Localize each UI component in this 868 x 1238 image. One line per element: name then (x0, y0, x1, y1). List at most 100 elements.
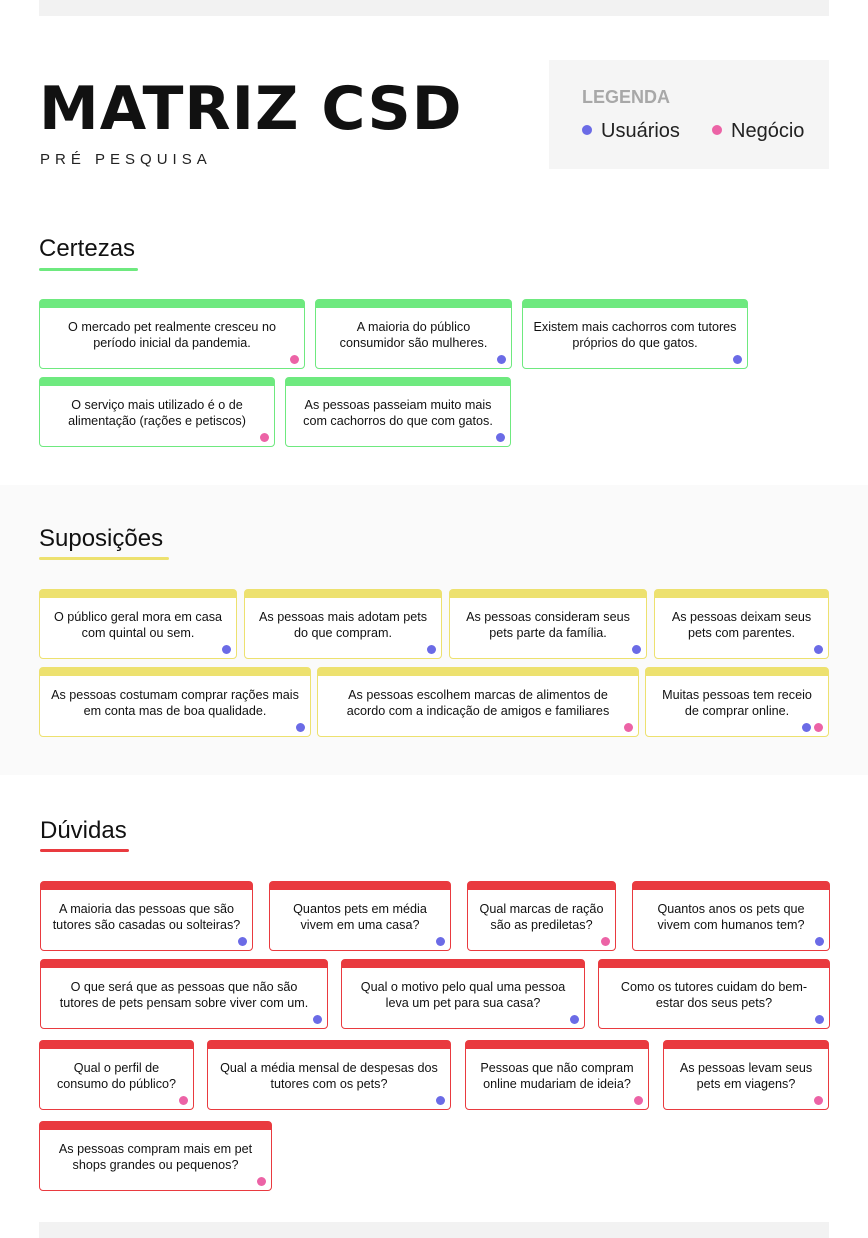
usuarios-dot-icon (222, 645, 231, 654)
usuarios-dot-icon (582, 125, 592, 135)
tag-dots (260, 433, 269, 442)
usuarios-dot-icon (733, 355, 742, 364)
tag-dots (802, 723, 823, 732)
certeza-card: As pessoas passeiam muito mais com cacho… (285, 377, 511, 447)
usuarios-dot-icon (496, 433, 505, 442)
tag-dots (257, 1177, 266, 1186)
card-text: O público geral mora em casa com quintal… (54, 610, 222, 640)
card-text: Qual marcas de ração são as prediletas? (479, 902, 604, 932)
certeza-card: O mercado pet realmente cresceu no perío… (39, 299, 305, 369)
negocio-dot-icon (634, 1096, 643, 1105)
duvida-card: Quantos pets em média vivem em uma casa? (269, 881, 451, 951)
duvida-card: Qual o perfil de consumo do público? (39, 1040, 194, 1110)
negocio-dot-icon (257, 1177, 266, 1186)
duvida-card: A maioria das pessoas que são tutores sã… (40, 881, 253, 951)
tag-dots (815, 937, 824, 946)
suposicao-card: O público geral mora em casa com quintal… (39, 589, 237, 659)
card-text: A maioria do público consumidor são mulh… (339, 320, 488, 350)
duvida-card: Quantos anos os pets que vivem com human… (632, 881, 830, 951)
tag-dots (632, 645, 641, 654)
card-text: As pessoas levam seus pets em viagens? (679, 1061, 813, 1091)
tag-dots (436, 937, 445, 946)
card-text: O mercado pet realmente cresceu no perío… (68, 320, 276, 350)
card-text: As pessoas costumam comprar rações mais … (51, 688, 299, 718)
page-subtitle: PRÉ PESQUISA (40, 151, 212, 168)
tag-dots (733, 355, 742, 364)
legend-item-usuarios: Usuários (582, 120, 680, 143)
suposicao-card: As pessoas consideram seus pets parte da… (449, 589, 647, 659)
tag-dots (601, 937, 610, 946)
tag-dots (296, 723, 305, 732)
suposicao-card: Muitas pessoas tem receio de comprar onl… (645, 667, 829, 737)
duvida-card: Pessoas que não compram online mudariam … (465, 1040, 649, 1110)
card-text: Quantos pets em média vivem em uma casa? (293, 902, 427, 932)
tag-dots (634, 1096, 643, 1105)
section-title-suposicoes: Suposições (39, 525, 164, 552)
card-text: A maioria das pessoas que são tutores sã… (52, 902, 241, 932)
legend-item-negocio: Negócio (712, 120, 804, 143)
usuarios-dot-icon (814, 645, 823, 654)
tag-dots (179, 1096, 188, 1105)
tag-dots (624, 723, 633, 732)
usuarios-dot-icon (815, 937, 824, 946)
negocio-dot-icon (260, 433, 269, 442)
usuarios-dot-icon (436, 937, 445, 946)
duvida-card: As pessoas compram mais em pet shops gra… (39, 1121, 272, 1191)
duvida-card: Qual marcas de ração são as prediletas? (467, 881, 616, 951)
card-text: Quantos anos os pets que vivem com human… (657, 902, 805, 932)
legend-title: LEGENDA (582, 87, 671, 107)
tag-dots (436, 1096, 445, 1105)
legend-label-usuarios: Usuários (601, 120, 680, 142)
tag-dots (238, 937, 247, 946)
negocio-dot-icon (179, 1096, 188, 1105)
tag-dots (290, 355, 299, 364)
suposicao-card: As pessoas mais adotam pets do que compr… (244, 589, 442, 659)
card-text: Pessoas que não compram online mudariam … (480, 1061, 634, 1091)
legend-panel: LEGENDA Usuários Negócio (549, 60, 829, 169)
usuarios-dot-icon (815, 1015, 824, 1024)
duvida-card: Qual o motivo pelo qual uma pessoa leva … (341, 959, 585, 1029)
negocio-dot-icon (601, 937, 610, 946)
card-text: As pessoas escolhem marcas de alimentos … (346, 688, 610, 718)
duvida-card: As pessoas levam seus pets em viagens? (663, 1040, 829, 1110)
usuarios-dot-icon (802, 723, 811, 732)
usuarios-dot-icon (238, 937, 247, 946)
usuarios-dot-icon (436, 1096, 445, 1105)
usuarios-dot-icon (497, 355, 506, 364)
card-text: As pessoas consideram seus pets parte da… (466, 610, 630, 640)
tag-dots (815, 1015, 824, 1024)
tag-dots (222, 645, 231, 654)
card-text: Qual o perfil de consumo do público? (56, 1061, 177, 1091)
legend-label-negocio: Negócio (731, 120, 805, 142)
tag-dots (313, 1015, 322, 1024)
usuarios-dot-icon (570, 1015, 579, 1024)
card-text: As pessoas mais adotam pets do que compr… (259, 610, 427, 640)
usuarios-dot-icon (296, 723, 305, 732)
card-text: As pessoas compram mais em pet shops gra… (58, 1142, 253, 1172)
negocio-dot-icon (814, 1096, 823, 1105)
suposicao-card: As pessoas costumam comprar rações mais … (39, 667, 311, 737)
duvidas-underline (40, 849, 129, 852)
card-text: Muitas pessoas tem receio de comprar onl… (662, 688, 812, 718)
usuarios-dot-icon (427, 645, 436, 654)
certeza-card: Existem mais cachorros com tutores própr… (522, 299, 748, 369)
suposicoes-underline (39, 557, 169, 560)
negocio-dot-icon (290, 355, 299, 364)
card-text: O serviço mais utilizado é o de alimenta… (68, 398, 246, 428)
card-text: Como os tutores cuidam do bem-estar dos … (620, 980, 808, 1010)
certezas-underline (39, 268, 138, 271)
tag-dots (427, 645, 436, 654)
card-text: Existem mais cachorros com tutores própr… (533, 320, 737, 350)
duvida-card: Como os tutores cuidam do bem-estar dos … (598, 959, 830, 1029)
section-title-duvidas: Dúvidas (40, 817, 127, 844)
certeza-card: A maioria do público consumidor são mulh… (315, 299, 512, 369)
tag-dots (497, 355, 506, 364)
section-title-certezas: Certezas (39, 235, 136, 262)
usuarios-dot-icon (313, 1015, 322, 1024)
tag-dots (814, 1096, 823, 1105)
bottom-divider-bar (39, 1222, 829, 1238)
card-text: Qual a média mensal de despesas dos tuto… (220, 1061, 438, 1091)
tag-dots (570, 1015, 579, 1024)
duvida-card: O que será que as pessoas que não são tu… (40, 959, 328, 1029)
suposicao-card: As pessoas deixam seus pets com parentes… (654, 589, 829, 659)
